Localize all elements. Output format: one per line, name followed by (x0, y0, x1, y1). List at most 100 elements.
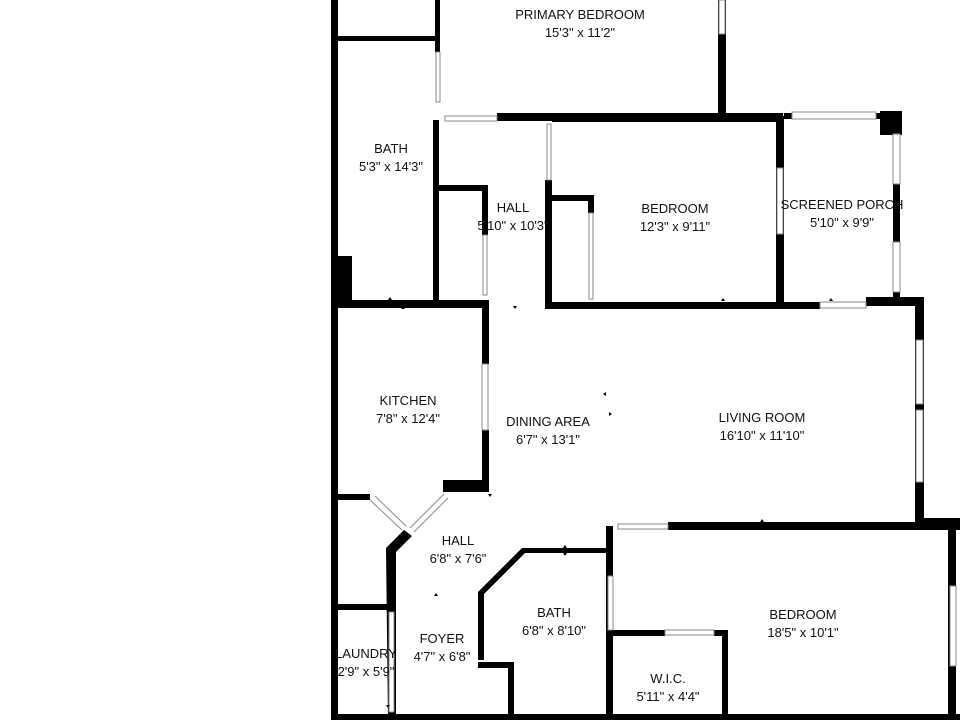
walls (331, 0, 960, 720)
marker (580, 113, 584, 116)
window-living-1 (915, 339, 924, 405)
wall-bath2-bottom-r (508, 662, 514, 720)
room-name: BEDROOM (641, 201, 709, 216)
wall-kitchen-right-bot (482, 430, 489, 488)
room-name: BATH (537, 605, 571, 620)
window-porch-right-1 (892, 133, 901, 185)
wall-primary-left (435, 0, 440, 52)
wall-porch-corner (880, 111, 902, 135)
room-name: HALL (496, 200, 530, 215)
opening-diag-2 (374, 495, 407, 527)
room-name: W.I.C. (650, 671, 686, 686)
wall-bedroom1-closet-r (588, 195, 594, 213)
wall-porch-bottom (866, 297, 924, 306)
room-name: FOYER (419, 631, 465, 646)
room-dimensions: 18'5" x 10'1" (767, 625, 839, 640)
wall-bedroom1-closet (552, 195, 592, 201)
marker (563, 553, 567, 556)
room-dimensions: 5'10" x 10'3" (477, 218, 549, 233)
marker (401, 306, 405, 309)
wall-kitchen-notch (443, 480, 489, 492)
wall-closet-top (439, 185, 487, 191)
marker (721, 298, 725, 301)
room-bedroom-1: BEDROOM 12'3" x 9'11" (640, 200, 710, 236)
opening-bed1-door (546, 123, 552, 181)
wall-closet-right (482, 185, 488, 235)
wall-outer-bottom (331, 714, 960, 720)
marker (488, 494, 492, 497)
room-kitchen: KITCHEN 7'8" x 12'4" (376, 392, 440, 428)
room-foyer: FOYER 4'7" x 6'8" (414, 630, 471, 666)
marker (760, 306, 764, 309)
room-hall-2: HALL 6'8" x 7'6" (430, 532, 487, 568)
window-porch-top (791, 111, 877, 120)
opening-wic (664, 629, 715, 636)
wall-primary-right (718, 0, 726, 116)
marker (513, 306, 517, 309)
room-dimensions: 5'10" x 9'9" (809, 215, 875, 230)
room-bath-2: BATH 6'8" x 8'10" (522, 604, 586, 640)
marker (388, 297, 392, 300)
marker (609, 412, 612, 416)
room-dimensions: 4'7" x 6'8" (413, 649, 471, 664)
window-bedroom1-right (776, 167, 784, 235)
opening-laundry (388, 611, 395, 713)
wall-bedroom1-bottom (545, 302, 820, 309)
marker (563, 545, 567, 548)
room-dimensions: 12'3" x 9'11" (639, 219, 711, 234)
room-dimensions: 5'3" x 14'3" (358, 159, 424, 174)
opening-diag-4 (413, 497, 449, 533)
room-name: HALL (441, 533, 475, 548)
opening-bath2 (607, 575, 614, 631)
room-screened-porch: SCREENED PORCH 5'10" x 9'9" (781, 196, 904, 232)
room-dimensions: 6'7" x 13'1" (515, 432, 581, 447)
marker (386, 705, 390, 708)
wall-outer-left (331, 0, 338, 720)
marker (603, 392, 606, 396)
room-hall-1: HALL 5'10" x 10'3" (477, 199, 548, 235)
opening-diag-3 (409, 493, 445, 529)
wall-top-left-stub (338, 36, 438, 41)
opening-primary-bath (435, 51, 441, 103)
wall-kitchen-bottom (338, 494, 370, 500)
wall-wic-right (722, 630, 728, 720)
room-dimensions: 6'8" x 8'10" (521, 623, 587, 638)
room-dimensions: 16'10" x 11'10" (719, 428, 805, 443)
room-primary-bedroom: PRIMARY BEDROOM 15'3" x 11'2" (515, 6, 645, 42)
room-wic: W.I.C. 5'11" x 4'4" (636, 670, 699, 706)
room-living-room: LIVING ROOM 16'10" x 11'10" (719, 409, 806, 445)
room-name: PRIMARY BEDROOM (515, 7, 645, 22)
room-dining-area: DINING AREA 6'7" x 13'1" (506, 413, 590, 449)
room-name: SCREENED PORCH (780, 197, 904, 212)
wall-bath1-bottom (338, 300, 488, 308)
wall-bedroom1-top (552, 116, 782, 122)
room-dimensions: 7'8" x 12'4" (375, 411, 441, 426)
room-name: LAUNDRY (335, 646, 397, 661)
room-laundry-clip: LAUNDRY 2'9" x 5'9" (335, 640, 397, 690)
marker (434, 593, 438, 596)
opening-closet (482, 234, 488, 296)
wall-porch-right (893, 130, 900, 302)
opening-closet-bed1 (588, 212, 594, 300)
wall-kitchen-right-top (482, 300, 489, 364)
wall-laundry-top (338, 604, 390, 610)
room-name: KITCHEN (379, 393, 437, 408)
opening-kitchen (481, 363, 489, 431)
wall-bedroom2-top (668, 522, 960, 530)
opening-porch (819, 301, 867, 309)
markers (386, 113, 833, 708)
opening-diag-1 (369, 499, 403, 531)
opening-hall-top (444, 115, 498, 122)
window-primary-right (718, 0, 726, 35)
wall-wic-top-l (613, 630, 665, 636)
marker (829, 298, 833, 301)
opening-bed2-door (617, 523, 669, 530)
window-living-2 (915, 409, 924, 483)
marker (721, 116, 725, 119)
window-porch-right-2 (892, 241, 901, 293)
room-dimensions: 2'9" x 5'9" (337, 664, 395, 679)
room-name: LIVING ROOM (718, 410, 806, 425)
wall-wic-top-r (714, 630, 728, 636)
wall-bath2-bottom-l (478, 662, 514, 668)
